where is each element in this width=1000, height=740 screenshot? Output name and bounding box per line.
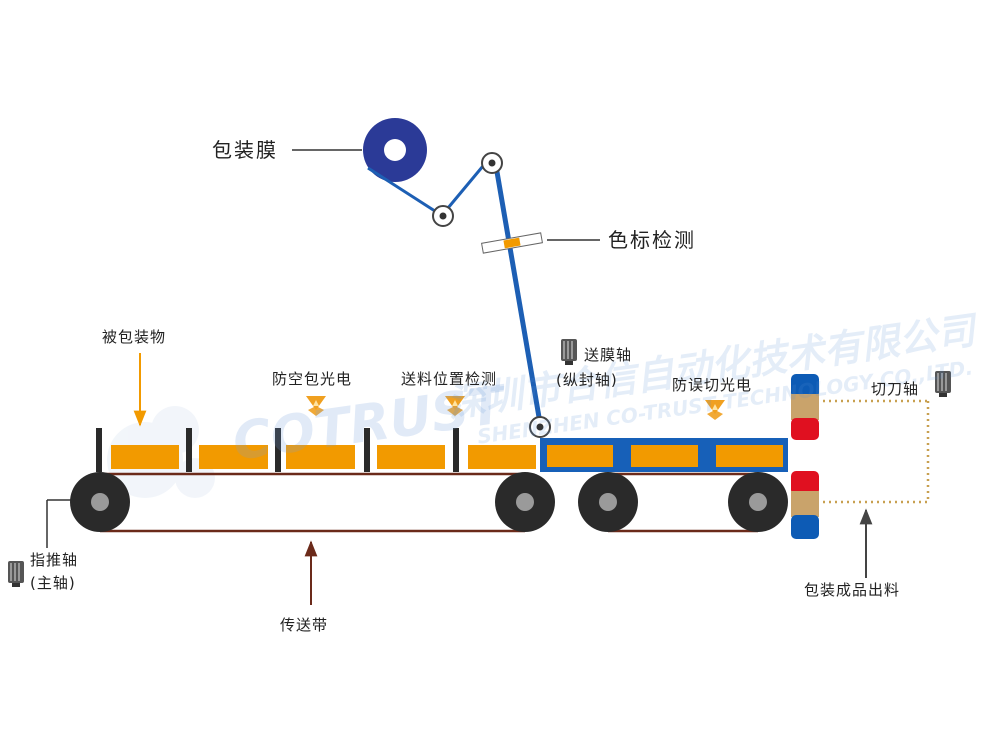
label-film-axis: 送膜轴: [584, 346, 633, 364]
cutter-lower: [791, 471, 819, 539]
guide-roller: [481, 152, 503, 174]
film-axis-roller: [529, 416, 551, 438]
label-output: 包装成品出料: [804, 581, 901, 599]
label-push-axis-sub: (主轴): [30, 574, 76, 592]
label-color-mark: 色标检测: [608, 228, 696, 252]
label-feed-position: 送料位置检测: [401, 370, 498, 388]
cutter-upper: [791, 374, 819, 440]
label-film: 包装膜: [212, 138, 278, 162]
label-conveyor: 传送带: [280, 616, 329, 634]
leader-lines: [46, 149, 600, 548]
film-web: [367, 159, 543, 424]
conveyor-belt: [100, 472, 758, 533]
pusher-fingers: [96, 428, 459, 472]
motor-icon: [561, 339, 577, 365]
conveyor-wheel: [578, 472, 638, 532]
wrapped-products: [540, 438, 788, 472]
label-packaged-item: 被包装物: [102, 328, 167, 346]
guide-roller: [432, 205, 454, 227]
motor-icon: [8, 561, 24, 587]
label-cutter-axis: 切刀轴: [871, 380, 920, 398]
label-film-axis-sub: (纵封轴): [556, 371, 618, 389]
label-push-axis: 指推轴: [30, 551, 79, 569]
label-anti-miscut: 防误切光电: [672, 376, 753, 394]
products-infeed: [111, 445, 536, 469]
cutter-linkage: [823, 399, 930, 504]
color-mark-sensor: [481, 232, 543, 254]
film-roll: [363, 118, 427, 182]
conveyor-wheel: [70, 472, 130, 532]
conveyor-wheel: [728, 472, 788, 532]
conveyor-wheel: [495, 472, 555, 532]
label-anti-empty: 防空包光电: [272, 370, 353, 388]
